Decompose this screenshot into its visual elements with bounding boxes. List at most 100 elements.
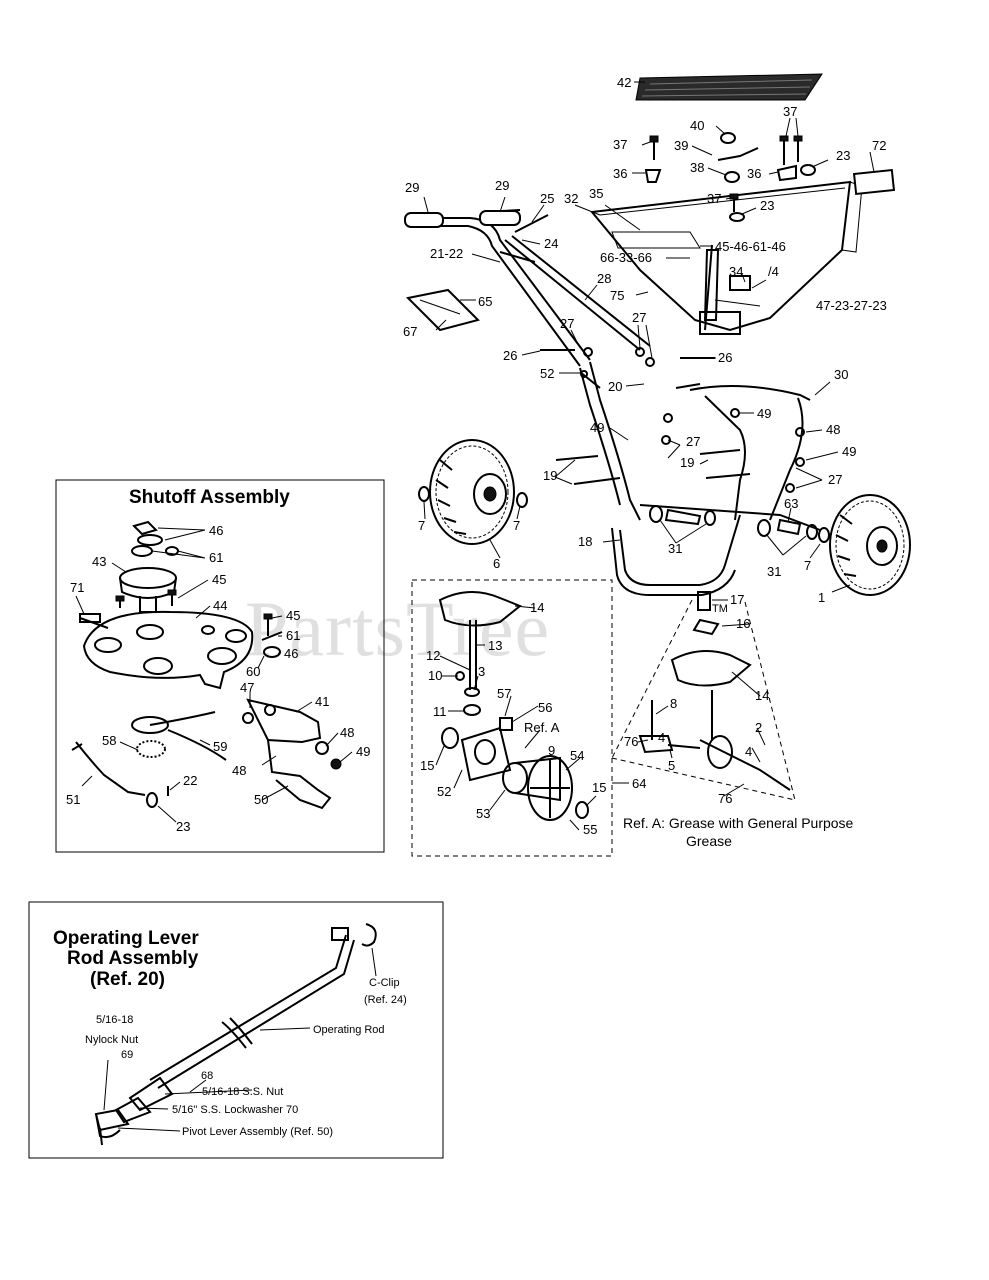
callout-29-right: 29 bbox=[495, 178, 509, 193]
callout-5: 5 bbox=[668, 758, 675, 773]
watermark-text: PartsTree bbox=[245, 585, 550, 672]
callout-20: 20 bbox=[608, 379, 622, 394]
grease-note-line1: Ref. A: Grease with General Purpose bbox=[623, 815, 854, 831]
callout-37-mid: 37 bbox=[707, 191, 721, 206]
callout-12: 12 bbox=[426, 648, 440, 663]
shutoff-callout-51: 51 bbox=[66, 792, 80, 807]
callout-14-box: 14 bbox=[530, 600, 544, 615]
shutoff-callout-45-right: 45 bbox=[286, 608, 300, 623]
callout-76-left: 76 bbox=[624, 734, 638, 749]
shutoff-leaders bbox=[75, 527, 353, 823]
operating-lever-panel: Operating Lever Rod Assembly (Ref. 20) bbox=[28, 901, 444, 1159]
lever-callout-68: 68 bbox=[201, 1070, 213, 1082]
lever-labels: C-Clip (Ref. 24) Operating Rod 5/16-18 N… bbox=[85, 977, 407, 1138]
callout-32: 32 bbox=[564, 191, 578, 206]
shutoff-callout-60: 60 bbox=[246, 664, 260, 679]
shutoff-callout-61-top: 61 bbox=[209, 550, 223, 565]
lever-nut-size: 5/16-18 bbox=[96, 1014, 133, 1026]
shutoff-callout-49: 49 bbox=[356, 744, 370, 759]
callout-23-mid: 23 bbox=[760, 198, 774, 213]
callout-72: 72 bbox=[872, 138, 886, 153]
callout-45-46-61-46: 45-46-61-46 bbox=[715, 239, 786, 254]
callout-52-top: 52 bbox=[540, 366, 554, 381]
callout-9: 9 bbox=[548, 743, 555, 758]
callout-37-right: 37 bbox=[783, 104, 797, 119]
callout-36-left: 36 bbox=[613, 166, 627, 181]
callout-14-right: 14 bbox=[755, 688, 769, 703]
callout-29-left: 29 bbox=[405, 180, 419, 195]
callout-31-right: 31 bbox=[767, 564, 781, 579]
lever-c-clip: C-Clip bbox=[369, 977, 400, 989]
callout-7-mid: 7 bbox=[513, 518, 520, 533]
callout-34: 34 bbox=[729, 264, 743, 279]
callout-40: 40 bbox=[690, 118, 704, 133]
callout-42: 42 bbox=[617, 75, 631, 90]
callout-18: 18 bbox=[578, 534, 592, 549]
hopper-hardware bbox=[644, 132, 896, 222]
callout-10: 10 bbox=[428, 668, 442, 683]
callout-1: 1 bbox=[818, 590, 825, 605]
callout-30: 30 bbox=[834, 367, 848, 382]
callout-26-right: 26 bbox=[718, 350, 732, 365]
watermark: PartsTree TM bbox=[245, 585, 728, 672]
shutoff-callout-45-top: 45 bbox=[212, 572, 226, 587]
callout-27-c: 27 bbox=[686, 434, 700, 449]
callout-7-left: 7 bbox=[418, 518, 425, 533]
lever-ss-nut: 5/16-18 S.S. Nut bbox=[202, 1086, 283, 1098]
callout-11: 11 bbox=[433, 704, 447, 719]
callout-49-a: 49 bbox=[757, 406, 771, 421]
agitator-right bbox=[611, 591, 796, 801]
lever-nylock-nut: Nylock Nut bbox=[85, 1034, 138, 1046]
callout-4-right: 4 bbox=[745, 744, 752, 759]
callout-4-left: 4 bbox=[658, 730, 665, 745]
callout-64-outside: 64 bbox=[632, 776, 646, 791]
shutoff-callout-59: 59 bbox=[213, 739, 227, 754]
lever-operating-rod: Operating Rod bbox=[313, 1024, 385, 1036]
callout-ref-a: Ref. A bbox=[524, 720, 560, 735]
callout-23-top: 23 bbox=[836, 148, 850, 163]
watermark-tm: TM bbox=[712, 603, 728, 615]
lever-c-clip-ref: (Ref. 24) bbox=[364, 994, 407, 1006]
gate-plate bbox=[405, 288, 480, 332]
callout-66-33-66: 66-33-66 bbox=[600, 250, 652, 265]
callout-labels: 42 40 39 38 37 36 37 37 36 23 72 23 29 2… bbox=[403, 75, 887, 837]
callout-25: 25 bbox=[540, 191, 554, 206]
shutoff-labels: 46 61 43 45 71 44 45 61 46 60 47 41 48 5… bbox=[66, 523, 370, 834]
callout-54: 54 bbox=[570, 748, 584, 763]
impeller-assembly bbox=[438, 590, 589, 821]
shutoff-callout-43: 43 bbox=[92, 554, 106, 569]
callout-48: 48 bbox=[826, 422, 840, 437]
shutoff-callout-47: 47 bbox=[240, 680, 254, 695]
lever-pivot-lever: Pivot Lever Assembly (Ref. 50) bbox=[182, 1126, 333, 1138]
callout-65: 65 bbox=[478, 294, 492, 309]
lever-title-line2: Rod Assembly bbox=[67, 948, 199, 969]
shutoff-callout-41: 41 bbox=[315, 694, 329, 709]
lever-title-line1: Operating Lever bbox=[53, 928, 199, 949]
callout-19-left: 19 bbox=[543, 468, 557, 483]
shutoff-assembly-panel: Shutoff Assembly bbox=[55, 479, 385, 853]
callout-53: 53 bbox=[476, 806, 490, 821]
callout-31-left: 31 bbox=[668, 541, 682, 556]
frame bbox=[579, 361, 821, 596]
callout-27-a: 27 bbox=[560, 316, 574, 331]
callout-37-left: 37 bbox=[613, 137, 627, 152]
shutoff-callout-46-top: 46 bbox=[209, 523, 223, 538]
callout-67: 67 bbox=[403, 324, 417, 339]
callout-15-left: 15 bbox=[420, 758, 434, 773]
callout-49-b: 49 bbox=[590, 420, 604, 435]
small-hardware bbox=[418, 347, 830, 543]
callout-55: 55 bbox=[583, 822, 597, 837]
lever-parts bbox=[94, 923, 377, 1146]
callout-27-d: 27 bbox=[828, 472, 842, 487]
shutoff-callout-22: 22 bbox=[183, 773, 197, 788]
shutoff-callout-61-right: 61 bbox=[286, 628, 300, 643]
callout-36-right: 36 bbox=[747, 166, 761, 181]
callout-24: 24 bbox=[544, 236, 558, 251]
callout-8: 8 bbox=[670, 696, 677, 711]
callout-17: 17 bbox=[730, 592, 744, 607]
callout-47-23-27-23: 47-23-27-23 bbox=[816, 298, 887, 313]
lever-title-line3: (Ref. 20) bbox=[90, 969, 165, 990]
callout-49-c: 49 bbox=[842, 444, 856, 459]
callout-3: 3 bbox=[478, 664, 485, 679]
shutoff-callout-23: 23 bbox=[176, 819, 190, 834]
